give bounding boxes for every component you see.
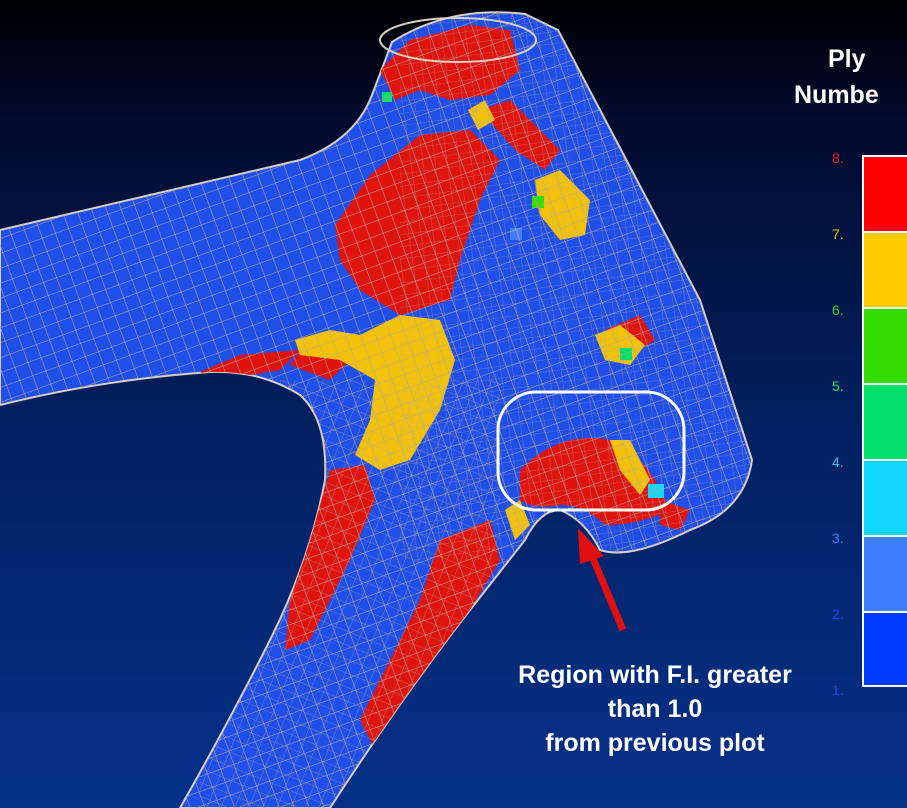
annotation-line1: Region with F.I. greater	[518, 661, 792, 689]
tube-top-edge	[379, 17, 537, 63]
legend-tick-8: 8.	[832, 150, 844, 166]
legend-swatch-5	[862, 383, 907, 459]
legend-swatch-4	[862, 459, 907, 535]
legend-title-line1: Ply	[828, 45, 866, 73]
legend-tick-6: 6.	[832, 302, 844, 318]
legend-swatch-8	[862, 155, 907, 231]
highlight-box	[496, 390, 686, 512]
legend-tick-5: 5.	[832, 378, 844, 394]
legend-tick-3: 3.	[832, 530, 844, 546]
legend-tick-7: 7.	[832, 226, 844, 242]
legend-title-line2: Numbe	[794, 81, 879, 109]
annotation-line3: from previous plot	[545, 729, 765, 757]
legend-swatch-3	[862, 535, 907, 611]
annotation-line2: than 1.0	[607, 695, 703, 723]
red-arrow	[578, 528, 627, 632]
legend-swatch-2	[862, 611, 907, 687]
annotation-text: Region with F.I. greater than 1.0 from p…	[460, 658, 850, 760]
mesh-grid	[400, 12, 752, 560]
legend-tick-4: 4.	[832, 454, 844, 470]
legend-swatch-6	[862, 307, 907, 383]
legend-tick-2: 2.	[832, 606, 844, 622]
legend-tick-1: 1.	[832, 682, 844, 698]
legend-swatch-7	[862, 231, 907, 307]
